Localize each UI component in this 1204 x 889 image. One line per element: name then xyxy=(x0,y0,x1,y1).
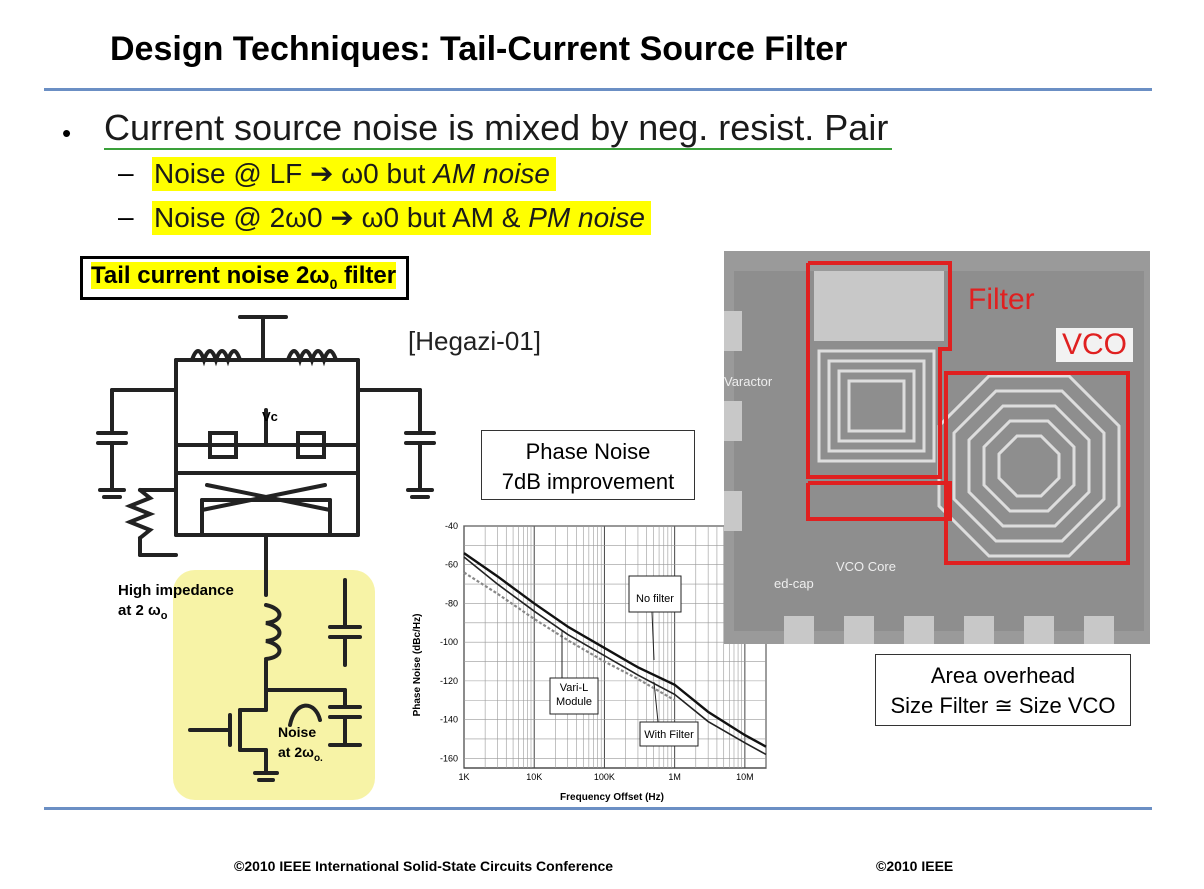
x-tick-label: 10K xyxy=(526,772,542,782)
tail-filter-label: Tail current noise 2ω0 filter xyxy=(91,262,397,292)
area-line1: Area overhead xyxy=(930,663,1076,688)
footer-conference: ©2010 IEEE International Solid-State Cir… xyxy=(234,858,614,874)
phase-noise-line1: Phase Noise xyxy=(525,439,651,464)
annotation-no-filter: No filter xyxy=(636,593,674,605)
sub-bullet-2-italic: PM noise xyxy=(528,202,645,233)
x-tick-label: 1M xyxy=(668,772,681,782)
y-tick-label: -60 xyxy=(445,560,458,570)
tail-filter-label-box: Tail current noise 2ω0 filter xyxy=(80,256,410,300)
sub-bullet-1-mid: ω0 but xyxy=(333,158,434,189)
sub-bullet-dash: – xyxy=(118,157,134,188)
page-title: Design Techniques: Tail-Current Source F… xyxy=(110,30,848,68)
footer-divider xyxy=(44,807,1152,810)
footer-copyright: ©2010 IEEE xyxy=(876,858,954,874)
vco-core-label: VCO Core xyxy=(836,559,896,574)
tail-filter-sub: 0 xyxy=(329,275,338,292)
ed-cap-label: ed-cap xyxy=(774,576,814,591)
varactor-label: Varactor xyxy=(724,374,773,389)
arrow-icon: ➔ xyxy=(310,158,334,189)
x-tick-label: 100K xyxy=(594,772,615,782)
y-tick-label: -100 xyxy=(440,637,458,647)
y-tick-label: -140 xyxy=(440,715,458,725)
x-tick-label: 10M xyxy=(736,772,754,782)
y-axis-label: Phase Noise (dBc/Hz) xyxy=(412,614,423,717)
area-overhead-callout: Area overhead Size Filter ≅ Size VCO xyxy=(875,654,1131,726)
area-line2: Size Filter ≅ Size VCO xyxy=(890,693,1116,718)
vc-label: Vc xyxy=(262,409,278,424)
sub-bullet-2-pre: Noise @ 2ω0 xyxy=(154,202,331,233)
y-tick-label: -120 xyxy=(440,676,458,686)
phase-noise-callout: Phase Noise 7dB improvement xyxy=(481,430,695,500)
title-divider xyxy=(44,88,1152,91)
circuit-schematic: Vc High impedance at 2 ωo Noise at 2ωo. xyxy=(96,315,436,800)
chart-series xyxy=(463,552,767,756)
sub-bullet-1-pre: Noise @ LF xyxy=(154,158,311,189)
chip-micrograph: Varactor ed-cap VCO Core xyxy=(724,251,1150,644)
series-line-no-filter xyxy=(463,552,767,748)
sub-bullet-1-italic: AM noise xyxy=(433,158,550,189)
sub-bullet-2-mid: ω0 but AM & xyxy=(353,202,529,233)
reference-citation: [Hegazi-01] xyxy=(408,326,541,356)
x-axis-label: Frequency Offset (Hz) xyxy=(560,792,664,803)
tail-filter-after: filter xyxy=(337,262,397,289)
y-tick-label: -160 xyxy=(440,753,458,763)
sub-bullet-1: Noise @ LF ➔ ω0 but AM noise xyxy=(152,157,556,191)
x-tick-label: 1K xyxy=(458,772,469,782)
annotation-with-filter: With Filter xyxy=(644,729,694,741)
filter-label: Filter xyxy=(968,283,1035,316)
noise-freq-label: at 2ωo. xyxy=(278,744,323,764)
y-tick-label: -80 xyxy=(445,598,458,608)
series-line-with-filter xyxy=(463,556,767,756)
vco-label: VCO xyxy=(1056,328,1134,362)
phase-noise-line2: 7dB improvement xyxy=(501,469,675,494)
sub-bullet-2: Noise @ 2ω0 ➔ ω0 but AM & PM noise xyxy=(152,201,651,235)
noise-label: Noise xyxy=(278,724,316,740)
high-impedance-freq: at 2 ωo xyxy=(118,602,168,622)
y-tick-label: -40 xyxy=(445,521,458,531)
tail-filter-text: Tail current noise 2ω xyxy=(91,262,330,289)
high-impedance-label: High impedance xyxy=(118,582,234,599)
arrow-icon: ➔ xyxy=(330,202,354,233)
main-bullet: Current source noise is mixed by neg. re… xyxy=(104,108,893,150)
sub-bullet-dash: – xyxy=(118,201,134,232)
filter-highlight xyxy=(173,570,375,800)
bullet-marker: • xyxy=(62,118,72,148)
